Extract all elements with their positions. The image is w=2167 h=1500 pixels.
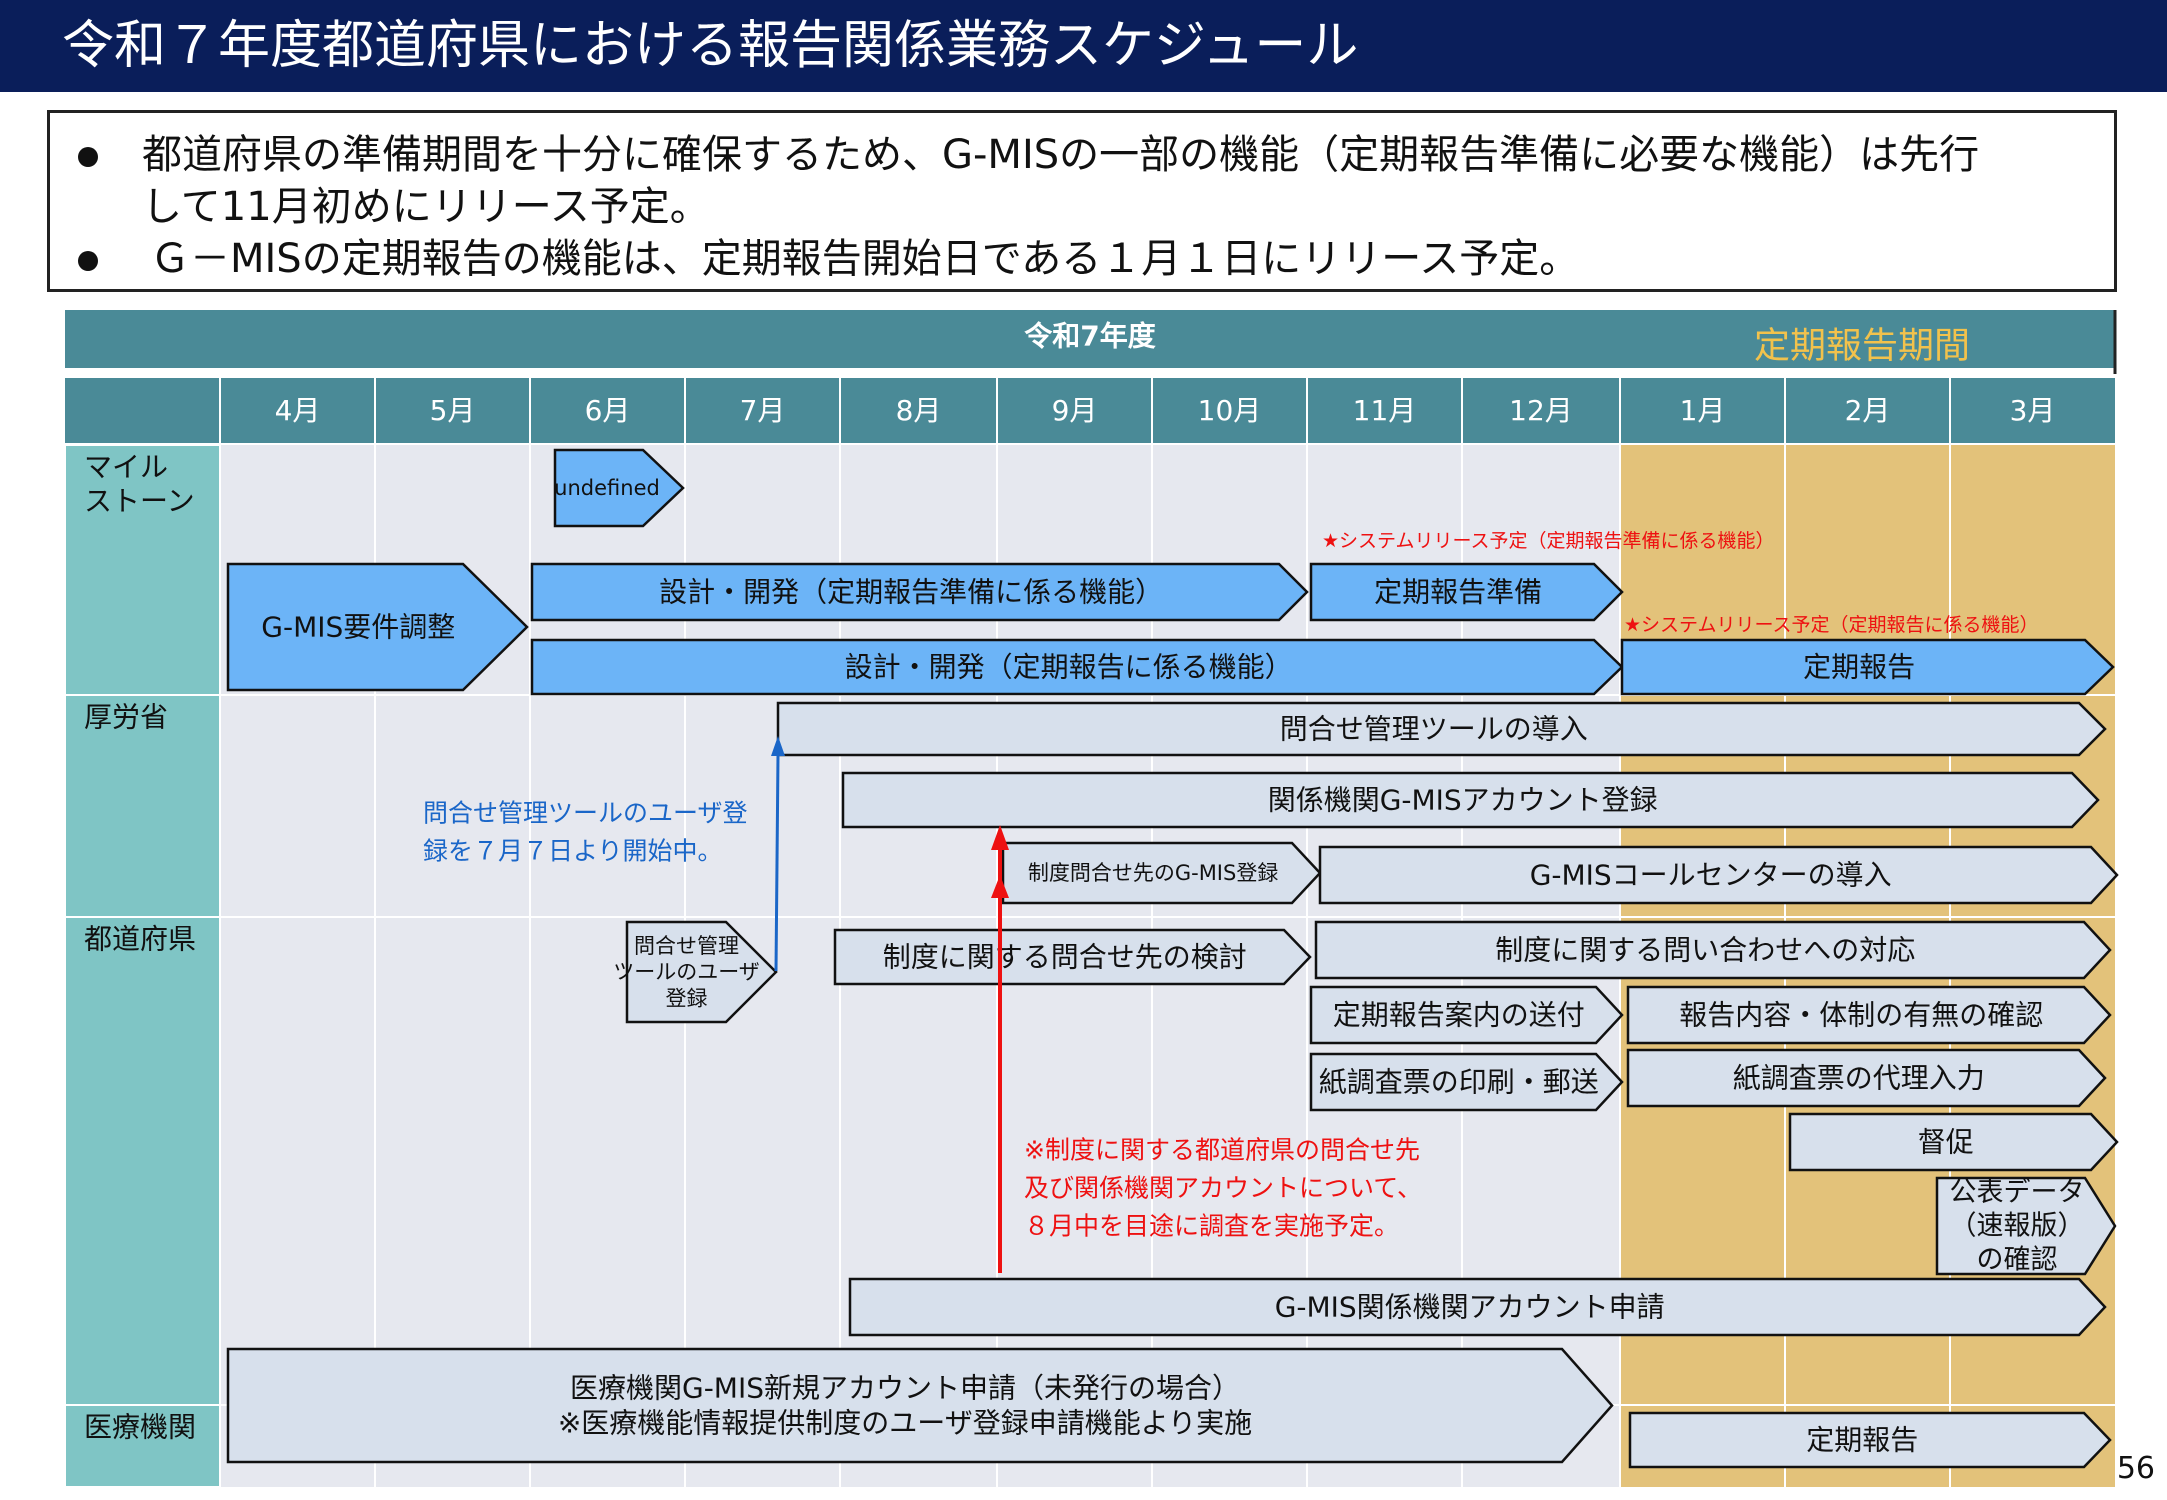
bar-report_top xyxy=(1620,638,2115,696)
month-header-row xyxy=(65,378,2115,443)
page-number: 56 xyxy=(2116,1451,2155,1486)
survey-note: ※制度に関する都道府県の問合せ先及び関係機関アカウントについて、８月中を目途に調… xyxy=(1024,1136,1422,1241)
blue-connector-line xyxy=(774,754,780,972)
month-label-6: 9月 xyxy=(1052,394,1098,427)
bar-label-confirm: 報告内容・体制の有無の確認 xyxy=(1679,999,2043,1032)
bar-label-send_notice: 定期報告案内の送付 xyxy=(1333,999,1585,1032)
bar-label-gmis_req: G-MIS要件調整 xyxy=(261,611,455,644)
bar-label-print: 紙調査票の印刷・郵送 xyxy=(1319,1066,1599,1099)
row-label-3: 都道府県 xyxy=(84,923,196,956)
row-label-2: 厚労省 xyxy=(84,701,168,734)
bar-send_notice xyxy=(1309,985,1624,1045)
summary-bullet-1: 都道府県の準備期間を十分に確保するため、G-MISの一部の機能（定期報告準備に必… xyxy=(142,132,1980,178)
page-title: 令和７年度都道府県における報告関係業務スケジュール xyxy=(62,16,1359,76)
month-label-12: 3月 xyxy=(2010,394,2056,427)
bar-report_bottom xyxy=(1628,1411,2112,1469)
month-label-5: 8月 xyxy=(896,394,942,427)
red-arrow-head-2 xyxy=(991,875,1009,898)
bar-inquiry_response xyxy=(1314,920,2112,980)
bar-label-prep: 定期報告準備 xyxy=(1374,576,1542,609)
row-label-cell xyxy=(64,444,221,696)
bar-med_new xyxy=(226,1347,1614,1464)
bar-design2 xyxy=(530,638,1624,696)
bar-guideline xyxy=(553,448,685,528)
month-label-4: 7月 xyxy=(740,394,786,427)
bar-callcenter xyxy=(1318,845,2119,905)
bar-label-guideline: undefined xyxy=(554,476,660,500)
summary-bullet-1-cont: して11月初めにリリース予定。 xyxy=(142,184,710,230)
month-label-11: 2月 xyxy=(1845,394,1891,427)
bar-org_account xyxy=(841,771,2100,829)
bar-tool_user xyxy=(625,920,778,1024)
month-label-3: 6月 xyxy=(585,394,631,427)
report-period-label: 定期報告期間 xyxy=(1754,326,1970,367)
month-label-10: 1月 xyxy=(1680,394,1726,427)
bar-label-report_bottom: 定期報告 xyxy=(1806,1424,1918,1457)
bar-org_apply xyxy=(848,1277,2107,1337)
row-label-cell xyxy=(64,1404,221,1488)
bar-label-design1: 設計・開発（定期報告準備に係る機能） xyxy=(659,576,1163,609)
bar-design1 xyxy=(530,562,1309,622)
bar-urge xyxy=(1788,1112,2119,1172)
bar-label-med_new: 医療機関G-MIS新規アカウント申請（未発行の場合）※医療機能情報提供制度のユー… xyxy=(558,1372,1252,1440)
month-label-7: 10月 xyxy=(1198,394,1262,427)
summary-box: 都道府県の準備期間を十分に確保するため、G-MISの一部の機能（定期報告準備に必… xyxy=(47,110,2117,292)
bar-label-report_top: 定期報告 xyxy=(1803,651,1915,684)
fiscal-year-header xyxy=(65,310,2115,368)
bar-label-org_apply: G-MIS関係機関アカウント申請 xyxy=(1275,1291,1665,1324)
bar-inquiry_review xyxy=(833,928,1312,986)
tool-user-note: 問合せ管理ツールのユーザ登録を７月７日より開始中。 xyxy=(423,799,748,866)
bar-label-inquiry_response: 制度に関する問い合わせへの対応 xyxy=(1495,934,1915,967)
bar-publish xyxy=(1935,1176,2117,1276)
bar-print xyxy=(1309,1052,1624,1112)
release-note-1: ★システムリリース予定（定期報告準備に係る機能） xyxy=(1322,530,1775,552)
bar-label-inquiry_review: 制度に関する問合せ先の検討 xyxy=(883,941,1247,974)
row-label-cell xyxy=(64,694,221,918)
bar-gmis_req xyxy=(226,562,529,692)
summary-bullet-2: Ｇ－MISの定期報告の機能は、定期報告開始日である１月１日にリリース予定。 xyxy=(150,236,1580,282)
bar-label-tool_user: 問合せ管理ツールのユーザ登録 xyxy=(613,934,760,1011)
bar-label-urge: 督促 xyxy=(1918,1126,1974,1159)
bar-label-design2: 設計・開発（定期報告に係る機能） xyxy=(845,651,1293,684)
bar-label-inquiry_tool: 問合せ管理ツールの導入 xyxy=(1280,713,1588,746)
red-arrow-head xyxy=(991,825,1009,850)
month-label-8: 11月 xyxy=(1353,394,1417,427)
bar-label-proxy: 紙調査票の代理入力 xyxy=(1733,1062,1985,1095)
bar-confirm xyxy=(1626,985,2112,1045)
bar-proxy xyxy=(1626,1048,2107,1108)
release-note-2: ★システムリリース予定（定期報告に係る機能） xyxy=(1624,614,2039,636)
bar-label-publish: 公表データ（速報版）の確認 xyxy=(1950,1177,2085,1276)
month-label-1: 4月 xyxy=(275,394,321,427)
bar-label-org_account: 関係機関G-MISアカウント登録 xyxy=(1268,784,1658,817)
row-label-cell xyxy=(64,916,221,1406)
month-label-9: 12月 xyxy=(1509,394,1573,427)
bullet-icon xyxy=(78,147,98,167)
bullet-icon xyxy=(78,251,98,271)
title-bar: 令和７年度都道府県における報告関係業務スケジュール xyxy=(0,0,2167,92)
month-label-2: 5月 xyxy=(430,394,476,427)
row-label-1: マイルストーン xyxy=(84,451,195,518)
bar-label-sys_inquiry: 制度問合せ先のG-MIS登録 xyxy=(1028,861,1279,885)
fiscal-year-label: 令和7年度 xyxy=(1024,320,1155,353)
bar-prep xyxy=(1309,562,1624,622)
row-label-4: 医療機関 xyxy=(84,1411,196,1444)
blue-arrow-head xyxy=(771,736,785,756)
bar-label-callcenter: G-MISコールセンターの導入 xyxy=(1530,859,1892,892)
